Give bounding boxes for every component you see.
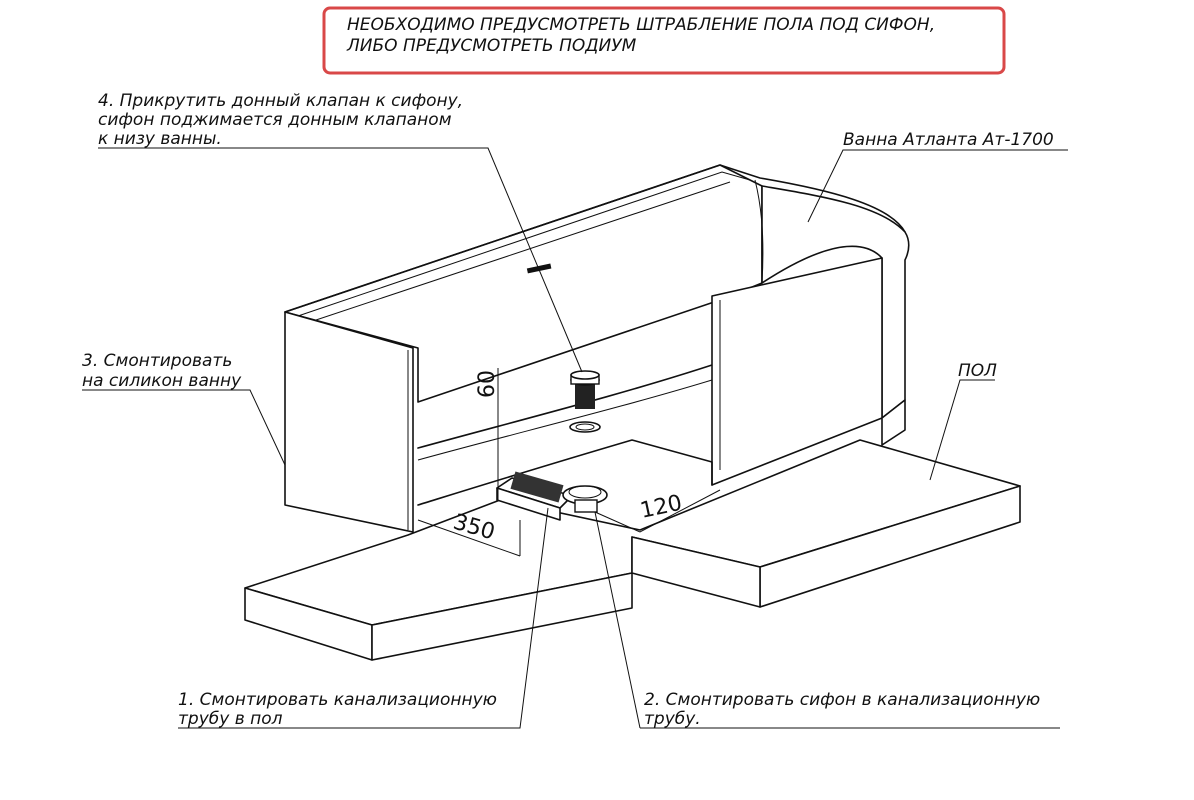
tub-right-end-inner [754,179,764,284]
leader-step2 [594,511,641,729]
leader-floor [929,379,995,481]
drain-assembly [510,370,608,513]
note-floor: ПОЛ [958,361,997,381]
warning-border [322,6,1006,75]
note-step1-line2: трубу в пол [178,709,283,729]
tub-right-apron [881,399,906,446]
siphon-corrugated-hose [510,471,564,503]
tub-bowl-edge-2 [417,379,713,461]
floor-step-face [631,536,761,608]
leader-step1 [178,507,549,729]
note-step3-line1: 3. Смонтировать [82,351,232,371]
tub-rim-outer [284,164,906,313]
dim-length-line [417,519,521,557]
note-step4-line3: к низу ванны. [98,129,222,149]
bathtub [284,164,910,533]
annotations: 4. Прикрутить донный клапан к сифону, си… [82,91,1054,729]
note-step4-line2: сифон поджимается донным клапаном [98,110,452,130]
leader-step4 [98,147,583,373]
tub-right-end-outer [761,185,910,419]
leader-lines [82,147,1068,729]
note-step2-line2: трубу. [644,709,701,729]
warning-line-1: НЕОБХОДИМО ПРЕДУСМОТРЕТЬ ШТРАБЛЕНИЕ ПОЛА… [347,15,935,35]
channel-front [496,487,561,521]
note-step1-line1: 1. Смонтировать канализационную [178,690,497,710]
leader-step3 [82,389,286,466]
tub-bottom-edge [417,439,713,506]
drain-valve-thread [575,384,595,409]
siphon-trap [574,499,598,513]
siphon-inlet [568,485,602,499]
note-step3-line2: на силикон ванну [82,371,242,391]
floor-slab [244,439,1021,661]
warning-line-2: ЛИБО ПРЕДУСМОТРЕТЬ ПОДИУМ [346,36,637,56]
note-step2-line1: 2. Смонтировать сифон в канализационную [644,690,1040,710]
tub-rim-inner-2 [309,181,731,323]
note-product: Ванна Атланта Ат-1700 [843,130,1054,150]
drain-valve-top [570,370,600,380]
drain-hole [569,421,601,433]
dim-width-line [594,489,721,533]
tub-bowl-edge [417,364,713,449]
floor-center-front-face [371,572,633,661]
tub-left-end-panel [284,311,414,533]
dim-height-label: 60 [475,370,500,398]
warning-box: НЕОБХОДИМО ПРЕДУСМОТРЕТЬ ШТРАБЛЕНИЕ ПОЛА… [322,6,1006,75]
leader-product [807,149,1068,223]
tub-rim-inner [297,171,751,317]
drain-hole-inner [575,423,595,431]
note-step4-line1: 4. Прикрутить донный клапан к сифону, [98,91,463,111]
